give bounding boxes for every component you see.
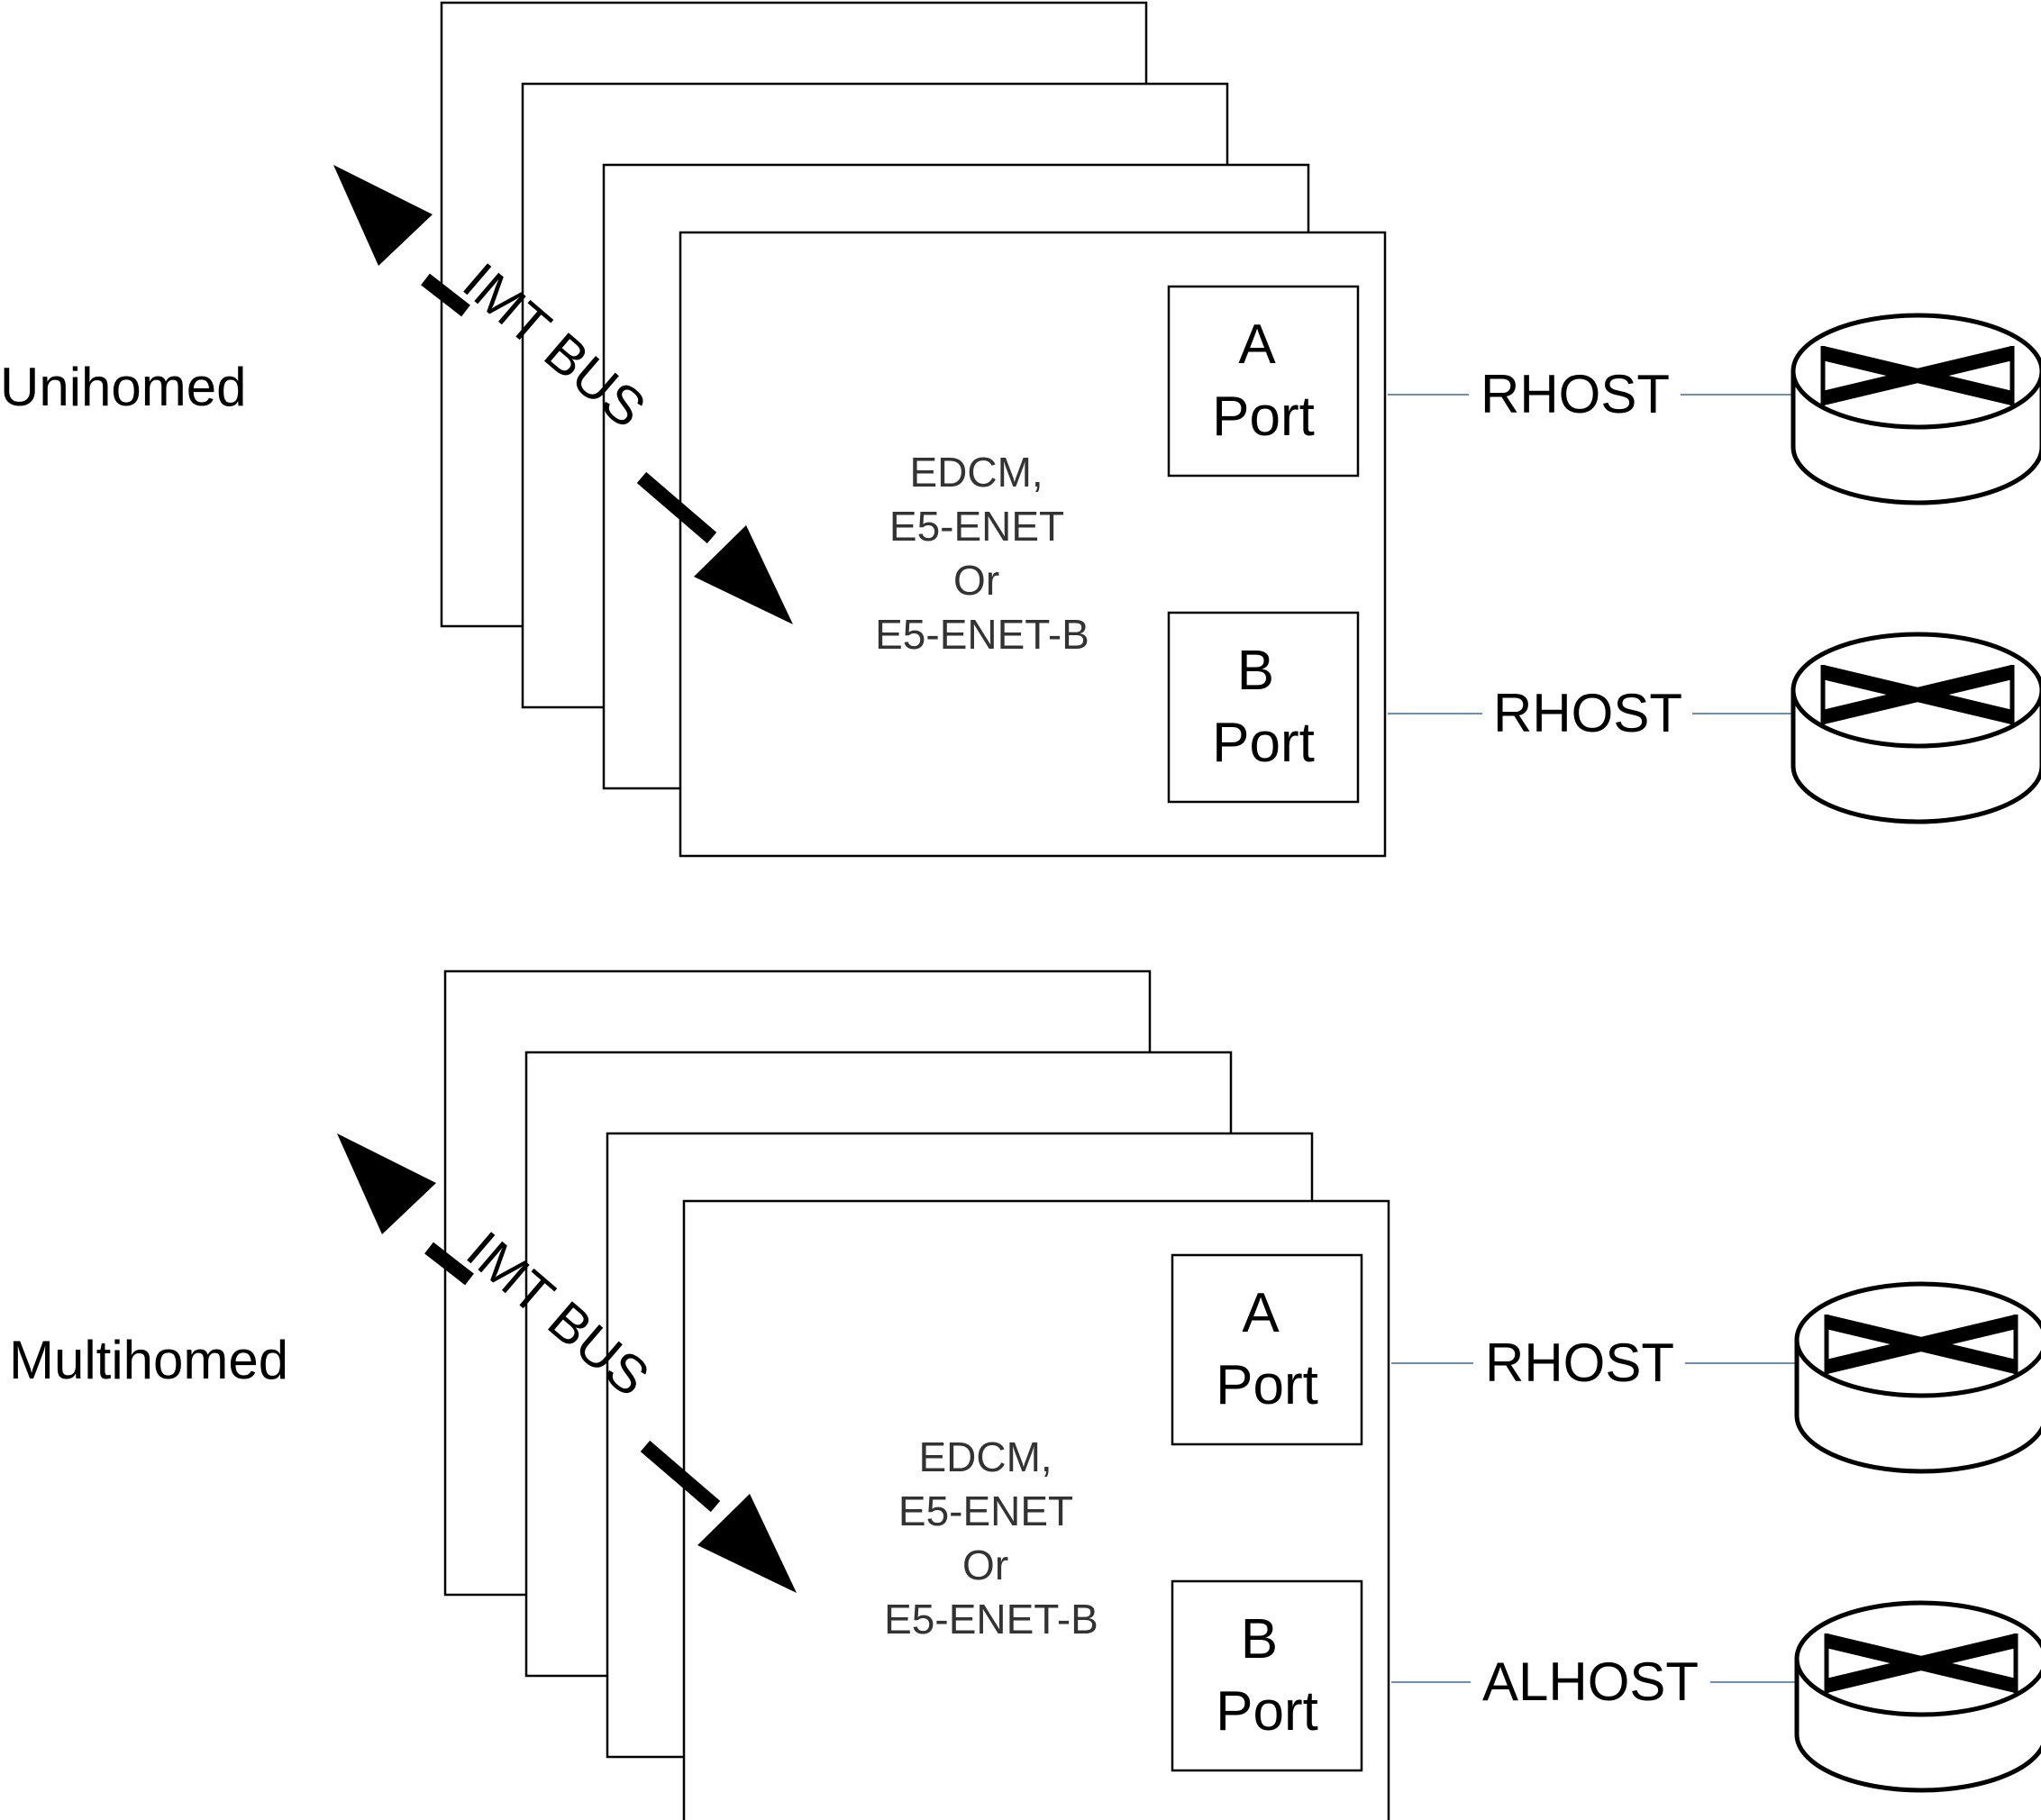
host-label-a: RHOST	[1481, 364, 1670, 424]
section-unihomed: Unihomed EDCM, E5-ENET Or E5-ENET-B A Po…	[0, 1, 2041, 858]
card-line: E5-ENET	[889, 503, 1064, 550]
card-line: E5-ENET	[898, 1488, 1073, 1534]
port-a-box	[1171, 1253, 1363, 1446]
card-line: EDCM,	[918, 1433, 1052, 1480]
router-icon	[1797, 1603, 2041, 1790]
host-label-b: ALHOST	[1482, 1652, 1699, 1712]
double-arrow-icon	[333, 165, 793, 624]
port-b-box	[1167, 611, 1360, 804]
section-label: Multihomed	[9, 1330, 288, 1390]
port-b-box	[1171, 1579, 1363, 1772]
port-a-label: A Port	[1216, 1282, 1318, 1416]
card-description: EDCM, E5-ENET Or E5-ENET-B	[875, 449, 1089, 658]
card-line: Or	[962, 1542, 1008, 1588]
section-multihomed: Multihomed EDCM, E5-ENET Or E5-ENET-B A …	[9, 969, 2041, 1820]
router-icon	[1797, 1284, 2041, 1471]
card-line: EDCM,	[909, 449, 1043, 496]
port-a-box	[1167, 285, 1360, 478]
port-a-label: A Port	[1212, 314, 1315, 448]
section-label: Unihomed	[0, 357, 247, 417]
port-b-label: B Port	[1212, 640, 1315, 774]
port-b-label: B Port	[1216, 1608, 1318, 1743]
card-description: EDCM, E5-ENET Or E5-ENET-B	[884, 1433, 1098, 1643]
card-line: Or	[953, 557, 999, 604]
card-line: E5-ENET-B	[884, 1596, 1098, 1643]
router-icon	[1793, 315, 2041, 503]
card-line: E5-ENET-B	[875, 611, 1089, 658]
double-arrow-icon	[337, 1133, 797, 1593]
router-icon	[1793, 634, 2041, 822]
host-label-b: RHOST	[1493, 683, 1682, 743]
host-label-a: RHOST	[1485, 1333, 1674, 1393]
